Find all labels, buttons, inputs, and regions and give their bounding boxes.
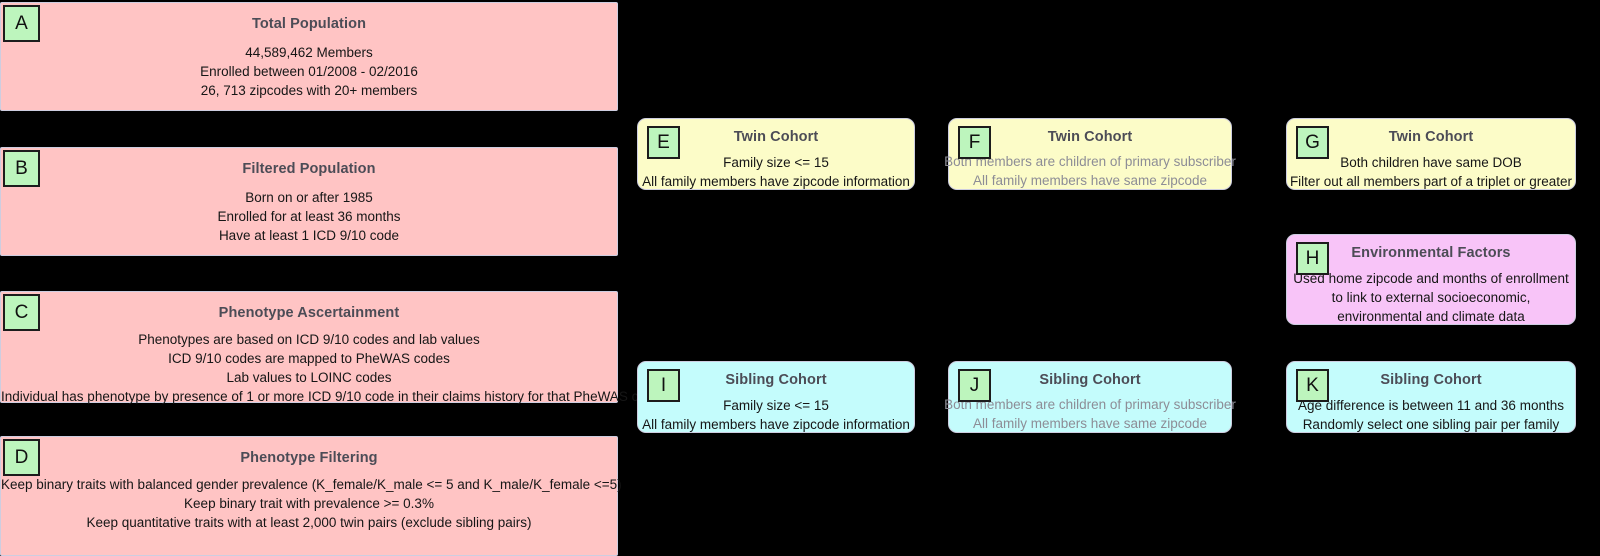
panel-line: Lab values to LOINC codes	[226, 370, 392, 385]
panel-line: All family members have zipcode informat…	[642, 174, 910, 189]
panel-body-e: Family size <= 15 All family members hav…	[638, 153, 914, 191]
panel-badge-f: F	[958, 126, 991, 159]
panel-line: Individual has phenotype by presence of …	[1, 389, 661, 404]
panel-badge-e: E	[647, 126, 680, 159]
panel-title-b: Filtered Population	[242, 161, 376, 177]
panel-title-a: Total Population	[251, 16, 367, 32]
panel-body-h: Used home zipcode and months of enrollme…	[1293, 269, 1569, 326]
panel-sibling-cohort-i[interactable]: I Sibling Cohort Family size <= 15 All f…	[637, 361, 915, 433]
panel-body-i: Family size <= 15 All family members hav…	[638, 396, 914, 434]
panel-line: Enrolled for at least 36 months	[217, 209, 401, 224]
panel-badge-i: I	[647, 369, 680, 402]
panel-title-i: Sibling Cohort	[725, 372, 827, 388]
panel-line: Enrolled between 01/2008 - 02/2016	[200, 64, 418, 79]
panel-total-population[interactable]: A Total Population 44,589,462 Members En…	[0, 2, 618, 111]
panel-line: Keep binary trait with prevalence >= 0.3…	[184, 496, 434, 511]
panel-badge-h: H	[1296, 242, 1329, 275]
panel-line: All family members have zipcode informat…	[642, 417, 910, 432]
panel-phenotype-ascertainment[interactable]: C Phenotype Ascertainment Phenotypes are…	[0, 291, 661, 406]
panel-line: ICD 9/10 codes are mapped to PheWAS code…	[168, 351, 450, 366]
panel-title-f: Twin Cohort	[1047, 129, 1133, 145]
panel-badge-k: K	[1296, 369, 1329, 402]
panel-line: 26, 713 zipcodes with 20+ members	[200, 83, 418, 98]
panel-line: Family size <= 15	[723, 155, 829, 170]
panel-twin-cohort-g[interactable]: G Twin Cohort Both children have same DO…	[1286, 118, 1576, 190]
panel-line: All family members have same zipcode	[972, 416, 1208, 431]
panel-title-c: Phenotype Ascertainment	[218, 305, 400, 321]
panel-line: Keep binary traits with balanced gender …	[1, 477, 622, 492]
panel-badge-g: G	[1296, 126, 1329, 159]
panel-body-c: Phenotypes are based on ICD 9/10 codes a…	[1, 330, 661, 406]
panel-sibling-cohort-k[interactable]: K Sibling Cohort Age difference is betwe…	[1286, 361, 1576, 433]
panel-body-k: Age difference is between 11 and 36 mont…	[1265, 396, 1597, 434]
panel-body-d: Keep binary traits with balanced gender …	[1, 475, 622, 532]
panel-line: Both members are children of primary sub…	[944, 154, 1236, 169]
panel-line: Age difference is between 11 and 36 mont…	[1298, 398, 1564, 413]
panel-title-j: Sibling Cohort	[1039, 372, 1141, 388]
panel-twin-cohort-e[interactable]: E Twin Cohort Family size <= 15 All fami…	[637, 118, 915, 190]
panel-badge-c: C	[3, 294, 40, 331]
panel-twin-cohort-f[interactable]: F Twin Cohort Both members are children …	[944, 118, 1236, 190]
panel-line: Keep quantitative traits with at least 2…	[86, 515, 532, 530]
panel-line: Born on or after 1985	[245, 190, 373, 205]
panel-line: Filter out all members part of a triplet…	[1289, 174, 1573, 189]
panel-body-g: Both children have same DOB Filter out a…	[1265, 153, 1597, 191]
panel-title-h: Environmental Factors	[1351, 245, 1511, 261]
panel-title-e: Twin Cohort	[733, 129, 819, 145]
panel-phenotype-filtering[interactable]: D Phenotype Filtering Keep binary traits…	[0, 436, 622, 556]
panel-badge-b: B	[3, 150, 40, 187]
panel-line: Phenotypes are based on ICD 9/10 codes a…	[138, 332, 480, 347]
panel-line: All family members have same zipcode	[972, 173, 1208, 188]
panel-line: Both members are children of primary sub…	[944, 397, 1236, 412]
panel-environmental-factors[interactable]: H Environmental Factors Used home zipcod…	[1286, 234, 1576, 325]
panel-body-f: Both members are children of primary sub…	[927, 152, 1253, 190]
panel-line: 44,589,462 Members	[245, 45, 373, 60]
panel-line: Have at least 1 ICD 9/10 code	[218, 228, 400, 243]
panel-filtered-population[interactable]: B Filtered Population Born on or after 1…	[0, 147, 618, 256]
panel-badge-a: A	[3, 5, 40, 42]
panel-sibling-cohort-j[interactable]: J Sibling Cohort Both members are childr…	[944, 361, 1236, 433]
panel-badge-d: D	[3, 439, 40, 476]
panel-title-k: Sibling Cohort	[1380, 372, 1482, 388]
panel-body-b: Born on or after 1985 Enrolled for at le…	[1, 188, 617, 245]
panel-line: Both children have same DOB	[1340, 155, 1522, 170]
panel-line: Randomly select one sibling pair per fam…	[1302, 417, 1560, 432]
panel-line: Family size <= 15	[723, 398, 829, 413]
panel-badge-j: J	[958, 369, 991, 402]
panel-line: Used home zipcode and months of enrollme…	[1293, 271, 1569, 324]
panel-title-g: Twin Cohort	[1388, 129, 1474, 145]
panel-body-j: Both members are children of primary sub…	[927, 395, 1253, 433]
panel-body-a: 44,589,462 Members Enrolled between 01/2…	[1, 43, 617, 100]
panel-title-d: Phenotype Filtering	[240, 450, 378, 466]
